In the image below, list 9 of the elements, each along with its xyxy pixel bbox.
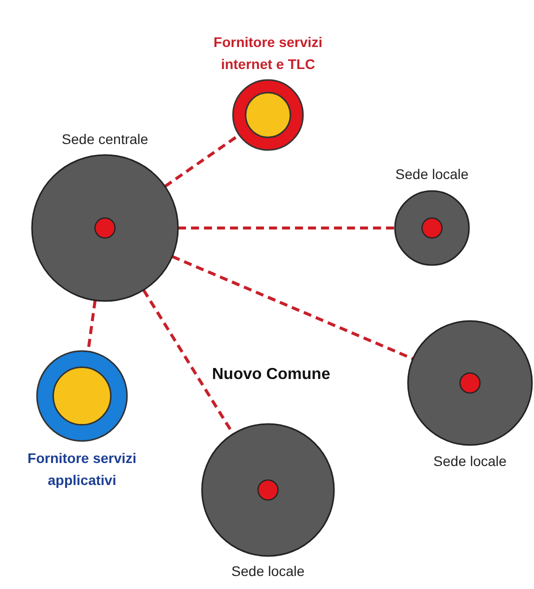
site-label: Sede locale — [432, 452, 508, 471]
provider-label: Fornitore servizi applicativi — [26, 449, 138, 490]
area-label: Nuovo Comune — [212, 366, 330, 384]
site-label: Sede centrale — [60, 130, 150, 149]
site-label: Sede locale — [394, 165, 470, 184]
provider-label: Fornitore servizi internet e TLC — [212, 33, 324, 74]
site-label: Sede locale — [230, 562, 306, 581]
dashed-connector — [178, 226, 395, 230]
dashed-connector — [172, 255, 414, 360]
